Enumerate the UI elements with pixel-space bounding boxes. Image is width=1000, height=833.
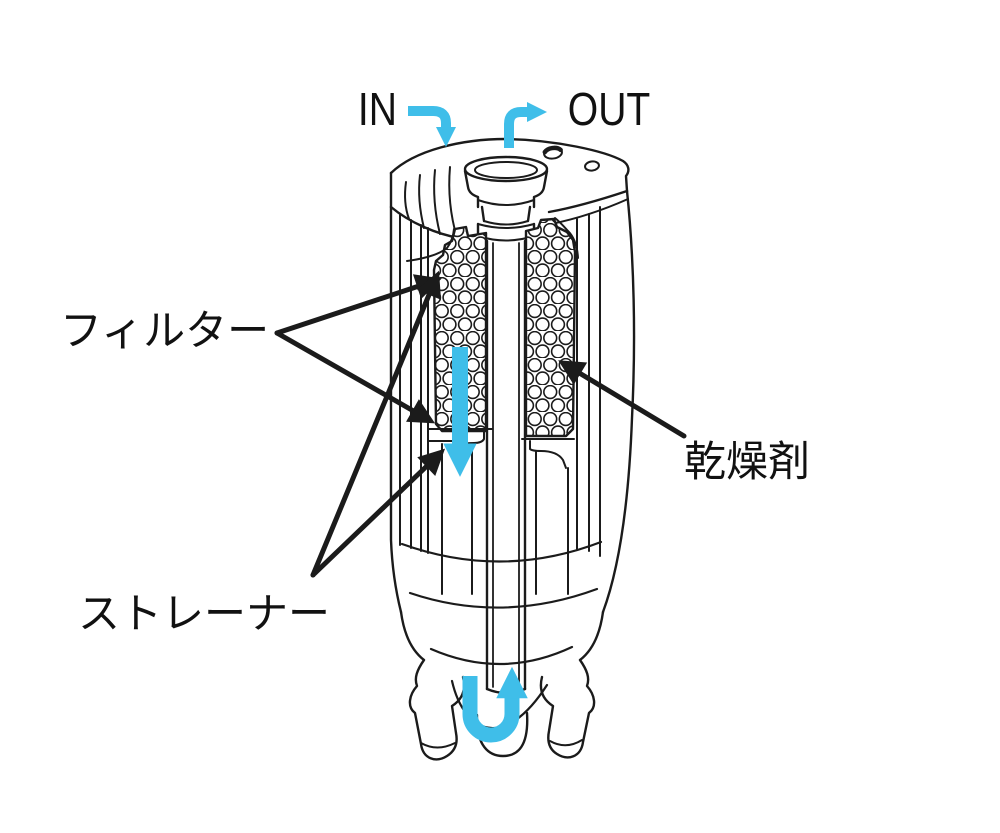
right-foot bbox=[539, 610, 605, 759]
callout-arrows bbox=[274, 270, 687, 578]
inlet-label: IN bbox=[358, 84, 397, 136]
tube-flange bbox=[463, 155, 549, 183]
desiccant-beads-left bbox=[432, 225, 488, 433]
upper-strainer-plate bbox=[406, 228, 455, 262]
filter-label: フィルター bbox=[60, 307, 269, 354]
outlet-label: OUT bbox=[568, 84, 651, 136]
shell-right-edge bbox=[601, 189, 636, 614]
out-flow-arrow bbox=[504, 102, 547, 148]
bottom-u-turn-flow-arrow bbox=[462, 666, 528, 743]
left-foot bbox=[399, 610, 466, 761]
tank-body-shell bbox=[389, 189, 636, 614]
tank-cap bbox=[389, 137, 630, 240]
cap-cut-strips bbox=[404, 166, 458, 239]
tank-line-art bbox=[389, 137, 636, 761]
shell-left-edge bbox=[389, 205, 403, 614]
in-flow-arrow bbox=[408, 106, 456, 147]
desiccant-label: 乾燥剤 bbox=[684, 438, 810, 485]
desiccant-pack-left bbox=[432, 225, 488, 433]
desiccant-pack-right bbox=[524, 217, 577, 438]
desiccant-callout-arrow bbox=[558, 360, 687, 439]
desiccant-beads-right bbox=[524, 217, 577, 438]
labels: IN OUT フィルター ストレーナー 乾燥剤 bbox=[60, 84, 810, 637]
filter-callout-arrow-upper bbox=[274, 274, 442, 336]
cap-port-holes bbox=[542, 145, 600, 172]
cap-port-hole bbox=[584, 160, 600, 172]
filter-callout-arrow-lower bbox=[274, 330, 436, 424]
strainer-label: ストレーナー bbox=[78, 590, 330, 637]
strainer-callout-arrow-upper bbox=[310, 270, 442, 578]
flow-arrows bbox=[408, 102, 547, 743]
tank-bottom-bowl bbox=[400, 540, 603, 730]
strainer-callout-arrow-lower bbox=[310, 448, 446, 578]
tank-bottom-feet bbox=[399, 610, 605, 761]
